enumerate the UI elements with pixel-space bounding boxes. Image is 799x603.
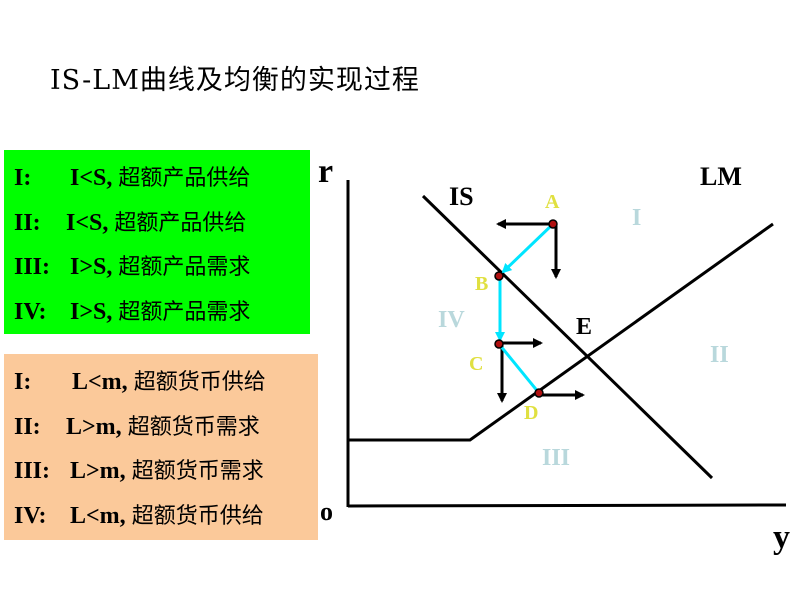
description: 超额产品供给 <box>114 210 247 236</box>
relation: L>m, <box>66 413 122 440</box>
region-label: I: <box>14 369 32 395</box>
goods-market-legend: I: I<S, 超额产品供给 II: I<S, 超额产品供给 III: I>S, 超额… <box>4 150 310 334</box>
lm-curve-label: LM <box>700 162 742 191</box>
page-title: IS-LM曲线及均衡的实现过程 <box>50 65 420 96</box>
path-a-to-b <box>501 222 555 274</box>
description: 超额产品供给 <box>118 166 251 191</box>
region-iv-label: IV <box>438 307 465 333</box>
legend-row: III: L>m, 超额货币需求 <box>14 449 318 494</box>
point-a-label: A <box>545 191 560 213</box>
point-a <box>548 219 558 229</box>
relation: L<m, <box>72 369 128 395</box>
equilibrium-label: E <box>576 314 592 340</box>
description: 超额产品需求 <box>118 255 251 280</box>
x-axis <box>347 503 787 508</box>
region-label: II: <box>14 209 41 236</box>
region-ii-label: II <box>710 342 729 368</box>
region-label: III: <box>14 254 51 280</box>
is-curve-label: IS <box>449 182 474 211</box>
y-axis-label: r <box>318 153 333 190</box>
relation: I>S, <box>70 254 113 280</box>
point-c <box>494 339 504 349</box>
relation: I<S, <box>66 209 109 236</box>
region-label: III: <box>14 458 51 484</box>
region-iii-label: III <box>542 445 570 471</box>
description: 超额货币供给 <box>131 503 264 529</box>
region-i-label: I <box>632 205 641 231</box>
region-label: IV: <box>14 298 47 325</box>
path-c-to-d <box>497 343 541 394</box>
legend-row: III: I>S, 超额产品需求 <box>14 245 310 290</box>
legend-row: II: I<S, 超额产品供给 <box>14 201 310 246</box>
legend-row: II: L>m, 超额货币需求 <box>14 405 318 450</box>
relation: L<m, <box>70 502 126 529</box>
point-c-label: C <box>469 353 483 375</box>
relation: I>S, <box>70 298 113 325</box>
region-label: I: <box>14 165 32 191</box>
legend-row: I: L<m, 超额货币供给 <box>14 360 318 405</box>
point-d <box>534 388 544 398</box>
region-label: II: <box>14 413 41 440</box>
description: 超额货币供给 <box>133 370 266 395</box>
description: 超额货币需求 <box>127 414 260 440</box>
legend-row: I: I<S, 超额产品供给 <box>14 156 310 201</box>
lm-curve <box>348 222 774 442</box>
description: 超额产品需求 <box>118 299 251 325</box>
legend-row: IV: L<m, 超额货币供给 <box>14 494 318 539</box>
legend-row: IV: I>S, 超额产品需求 <box>14 290 310 335</box>
money-market-legend: I: L<m, 超额货币供给 II: L>m, 超额货币需求 III: L>m, 超额… <box>4 354 318 540</box>
point-b-label: B <box>475 273 488 295</box>
region-label: IV: <box>14 502 47 529</box>
point-b <box>494 271 504 281</box>
is-curve <box>421 194 714 480</box>
point-d-label: D <box>524 402 538 424</box>
description: 超额货币需求 <box>131 459 264 484</box>
relation: L>m, <box>70 458 126 484</box>
x-axis-label: y <box>773 519 790 556</box>
relation: I<S, <box>70 165 113 191</box>
origin-label: o <box>320 497 333 526</box>
